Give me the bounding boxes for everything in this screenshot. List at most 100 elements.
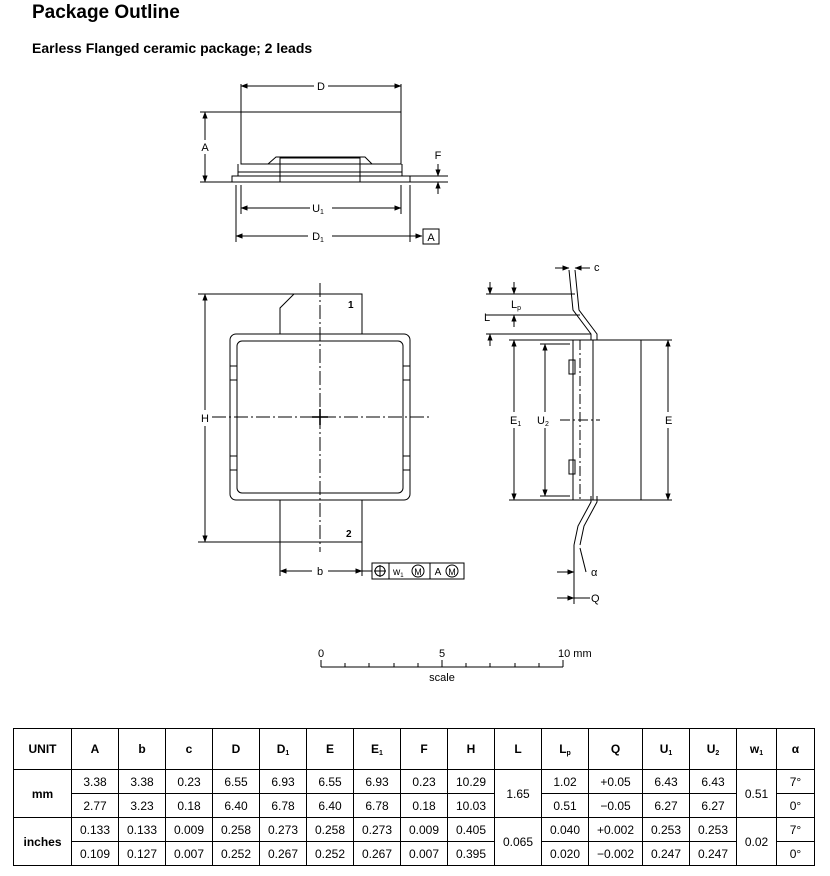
table-cell: 6.93 <box>353 769 401 794</box>
table-header-cell: H <box>447 728 495 770</box>
table-cell: 0.009 <box>165 817 213 842</box>
table-cell: 6.40 <box>212 793 260 818</box>
side-view <box>486 265 672 604</box>
tol-w1: w1 <box>392 567 404 579</box>
table-cell: −0.05 <box>588 793 643 818</box>
page-title: Package Outline <box>32 2 180 23</box>
table-unit-cell: mm <box>13 769 72 818</box>
table-header-cell: U2 <box>689 728 737 770</box>
lid-step <box>237 164 403 173</box>
label-F: F <box>435 150 442 162</box>
scale-tick-0: 0 <box>318 648 324 660</box>
label-c: c <box>594 262 600 274</box>
table-cell: 6.78 <box>353 793 401 818</box>
label-U1: U1 <box>312 203 324 216</box>
table-cell: 2.77 <box>71 793 119 818</box>
table-cell: 1.02 <box>541 769 589 794</box>
table-cell: 0° <box>776 793 815 818</box>
table-header-cell: A <box>71 728 119 770</box>
table-cell: 0.133 <box>118 817 166 842</box>
table-header-cell: U1 <box>642 728 690 770</box>
label-E1: E1 <box>510 415 521 428</box>
table-cell: 3.38 <box>118 769 166 794</box>
label-L: L <box>484 312 490 324</box>
scale-bar <box>320 660 564 668</box>
page-subtitle: Earless Flanged ceramic package; 2 leads <box>32 40 313 56</box>
label-Lp: Lp <box>511 299 521 312</box>
table-cell: 0.020 <box>541 841 589 866</box>
table-cell: 0.51 <box>541 793 589 818</box>
side-lead-bottom <box>573 496 598 546</box>
label-b: b <box>317 566 323 578</box>
table-header-cell: D <box>212 728 260 770</box>
table-header-cell: Lp <box>541 728 589 770</box>
table-cell: 6.43 <box>642 769 690 794</box>
flange <box>231 175 411 183</box>
table-header-cell: w1 <box>736 728 777 770</box>
table-cell: +0.05 <box>588 769 643 794</box>
table-cell: 0° <box>776 841 815 866</box>
tol-M2: M <box>448 567 456 577</box>
table-cell: 0.109 <box>71 841 119 866</box>
table-cell: 0.253 <box>689 817 737 842</box>
scale-tick-10: 10 mm <box>558 648 592 660</box>
label-H: H <box>201 413 209 425</box>
table-header-cell: E <box>306 728 354 770</box>
lid-body <box>240 111 402 165</box>
table-cell: 0.040 <box>541 817 589 842</box>
scale-tick-5: 5 <box>439 648 445 660</box>
table-header-cell: F <box>400 728 448 770</box>
label-alpha: α <box>591 567 598 579</box>
table-cell: 0.009 <box>400 817 448 842</box>
table-header-cell: D1 <box>259 728 307 770</box>
table-cell: 6.40 <box>306 793 354 818</box>
table-cell: 0.267 <box>353 841 401 866</box>
table-cell: 0.065 <box>494 817 542 866</box>
table-cell: 10.29 <box>447 769 495 794</box>
table-header-cell: α <box>776 728 815 770</box>
table-cell: 6.55 <box>306 769 354 794</box>
tolerance-frame <box>371 562 465 580</box>
label-datum-A: A <box>427 232 435 244</box>
datum-a-box <box>422 228 440 245</box>
table-cell: 0.253 <box>642 817 690 842</box>
table-cell: 7° <box>776 769 815 794</box>
package-outline-drawing: D A F U1 D1 A <box>198 81 672 684</box>
tol-A: A <box>435 567 442 578</box>
table-cell: 0.18 <box>400 793 448 818</box>
label-Q: Q <box>591 593 600 605</box>
top-view <box>200 83 448 245</box>
table-header-cell: b <box>118 728 166 770</box>
table-cell: 0.273 <box>259 817 307 842</box>
table-cell: 7° <box>776 817 815 842</box>
table-cell: 0.007 <box>165 841 213 866</box>
table-cell: 0.23 <box>400 769 448 794</box>
table-cell: 6.55 <box>212 769 260 794</box>
plan-view <box>198 283 465 580</box>
table-cell: 0.405 <box>447 817 495 842</box>
side-lead-top <box>568 269 598 340</box>
table-cell: 1.65 <box>494 769 542 818</box>
table-header-cell: Q <box>588 728 643 770</box>
table-cell: 0.252 <box>306 841 354 866</box>
table-cell: 0.007 <box>400 841 448 866</box>
table-cell: 0.395 <box>447 841 495 866</box>
table-cell: 0.127 <box>118 841 166 866</box>
table-cell: 0.51 <box>736 769 777 818</box>
table-cell: 0.23 <box>165 769 213 794</box>
table-cell: 0.247 <box>642 841 690 866</box>
table-header-cell: c <box>165 728 213 770</box>
table-cell: 0.258 <box>306 817 354 842</box>
label-E: E <box>665 415 672 427</box>
table-cell: 3.23 <box>118 793 166 818</box>
table-cell: 6.78 <box>259 793 307 818</box>
table-cell: 0.02 <box>736 817 777 866</box>
table-cell: 10.03 <box>447 793 495 818</box>
label-D1: D1 <box>312 231 324 244</box>
label-U2: U2 <box>537 415 549 428</box>
